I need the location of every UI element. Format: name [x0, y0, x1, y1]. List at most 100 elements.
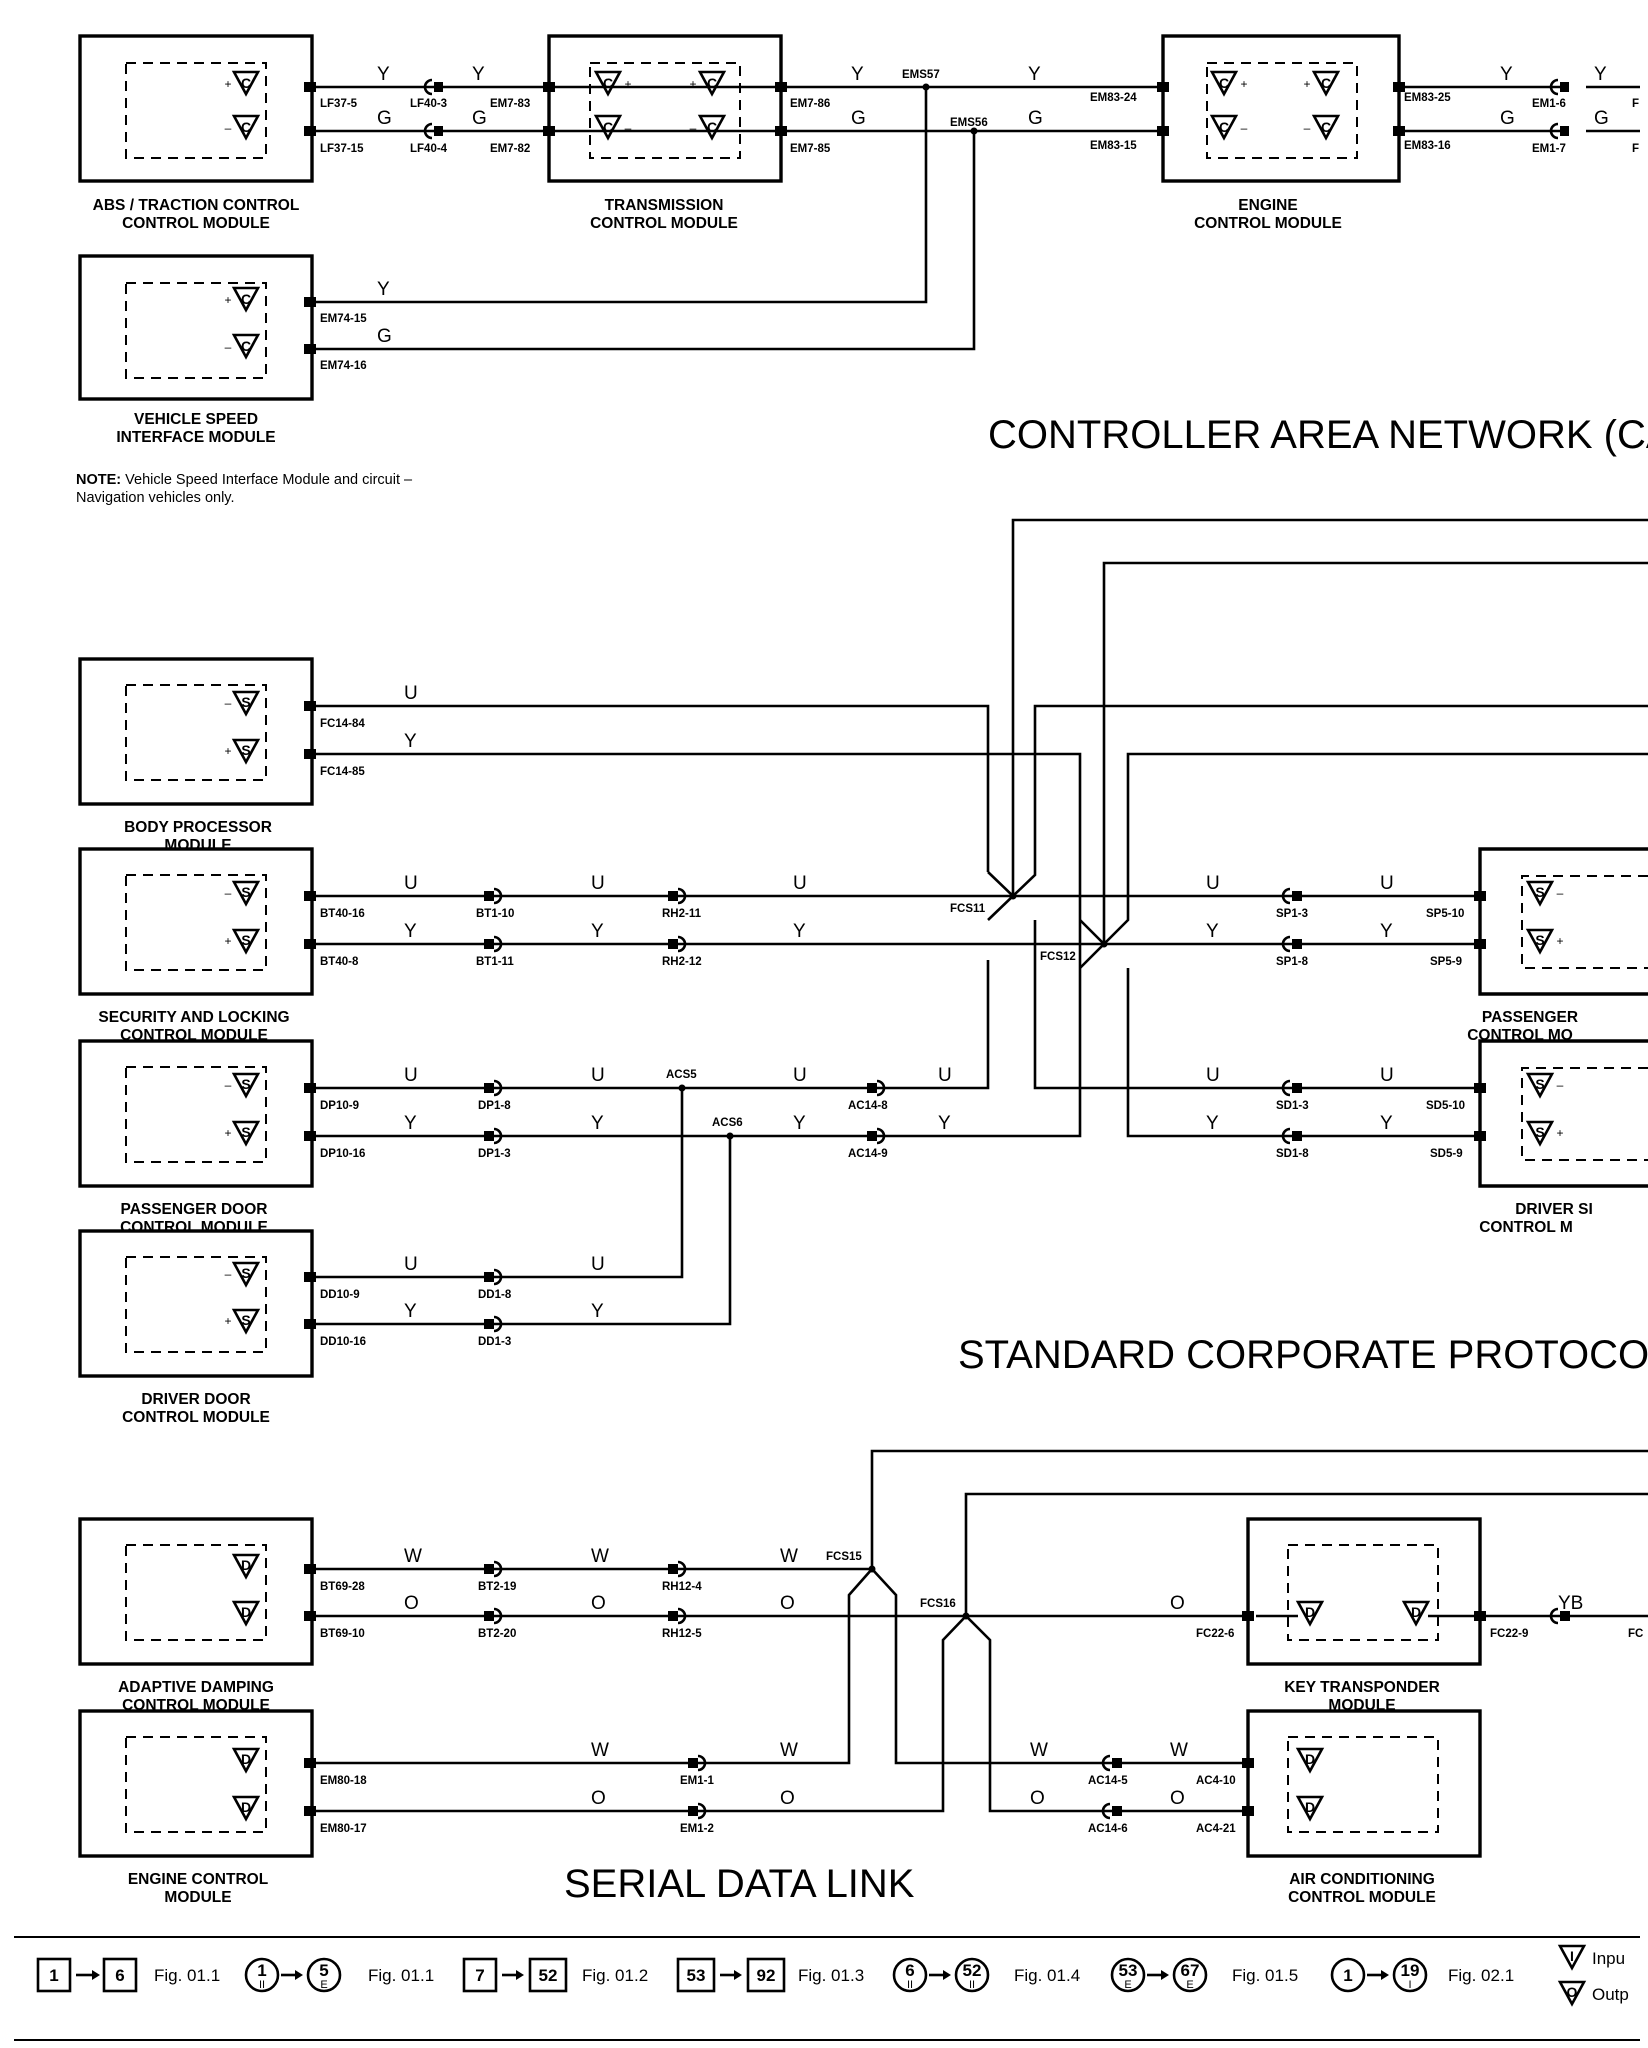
svg-text:Fig. 02.1: Fig. 02.1 [1448, 1966, 1514, 1985]
svg-text:EM1-6: EM1-6 [1532, 98, 1566, 110]
svg-text:W: W [780, 1546, 798, 1567]
svg-text:EM83-25: EM83-25 [1404, 92, 1451, 104]
security-locking-module-box[interactable] [78, 847, 314, 996]
svg-text:Y: Y [1500, 64, 1513, 85]
svg-text:W: W [404, 1546, 422, 1567]
svg-text:EM1-1: EM1-1 [680, 1775, 714, 1787]
driver-door-module-box[interactable] [78, 1229, 314, 1378]
svg-text:E: E [1186, 1979, 1193, 1991]
can-pins [304, 78, 1569, 354]
svg-text:O: O [1170, 1788, 1185, 1809]
svg-text:+: + [224, 1314, 231, 1328]
svg-text:FC14-84: FC14-84 [320, 718, 365, 730]
svg-text:FC14-85: FC14-85 [320, 766, 365, 778]
svg-text:U: U [404, 1254, 418, 1275]
svg-text:S: S [241, 1265, 250, 1281]
splice-acs5 [678, 1084, 686, 1092]
svg-text:D: D [1305, 1799, 1315, 1815]
adaptive-damping-module-box[interactable] [78, 1517, 314, 1666]
svg-text:92: 92 [757, 1966, 776, 1985]
svg-text:U: U [1206, 873, 1220, 894]
vsim-can-low-wire [312, 131, 976, 351]
svg-text:SD5-10: SD5-10 [1426, 1100, 1465, 1112]
svg-text:AC14-8: AC14-8 [848, 1100, 888, 1112]
legend-bar: 1 6 Fig. 01.1 1 II 5 E Fig. 01.1 7 52 Fi… [14, 1936, 1640, 2041]
svg-text:–: – [1241, 121, 1248, 135]
svg-text:S: S [1535, 1124, 1544, 1140]
engine-module-box[interactable] [1161, 34, 1401, 183]
svg-text:D: D [241, 1799, 251, 1815]
driver-seat-module-box[interactable] [1478, 1039, 1648, 1188]
can-symbols: C C + – C C C C + – + – C C C C + – + – … [224, 70, 1341, 360]
svg-text:C: C [603, 119, 613, 135]
svg-text:EM1-7: EM1-7 [1532, 143, 1566, 155]
air-conditioning-module-box[interactable] [1246, 1709, 1482, 1858]
svg-text:SP5-10: SP5-10 [1426, 908, 1464, 920]
svg-text:O: O [780, 1593, 795, 1614]
svg-text:BT40-8: BT40-8 [320, 956, 359, 968]
abs-traction-module-box[interactable] [78, 34, 314, 183]
svg-text:W: W [591, 1740, 609, 1761]
svg-text:LF37-15: LF37-15 [320, 143, 364, 155]
legend-item-1[interactable]: 1 6 Fig. 01.1 [36, 1957, 220, 1993]
svg-text:BT69-28: BT69-28 [320, 1581, 365, 1593]
svg-text:II: II [969, 1979, 975, 1991]
svg-text:U: U [404, 683, 418, 704]
svg-text:Y: Y [1206, 1113, 1219, 1134]
svg-text:–: – [1304, 121, 1311, 135]
can-color-codes: Y Y Y Y Y Y G G G G G G Y G [377, 64, 1609, 347]
passenger-seat-module-box[interactable] [1478, 847, 1648, 996]
legend-item-6[interactable]: 53 E 67 E Fig. 01.5 [1110, 1957, 1298, 1993]
svg-text:+: + [224, 934, 231, 948]
svg-text:C: C [241, 291, 251, 307]
svg-text:FCS15: FCS15 [826, 1551, 862, 1563]
svg-text:EM7-85: EM7-85 [790, 143, 831, 155]
key-transponder-module-box[interactable] [1246, 1517, 1482, 1666]
legend-item-4[interactable]: 53 92 Fig. 01.3 [676, 1957, 864, 1993]
svg-text:+: + [1303, 77, 1310, 91]
svg-text:U: U [793, 873, 807, 894]
legend-item-3[interactable]: 7 52 Fig. 01.2 [462, 1957, 648, 1993]
svg-text:DP10-16: DP10-16 [320, 1148, 365, 1160]
transmission-module-box[interactable] [547, 34, 783, 183]
svg-text:C: C [603, 75, 613, 91]
svg-text:DD10-9: DD10-9 [320, 1289, 360, 1301]
svg-text:DP1-3: DP1-3 [478, 1148, 511, 1160]
svg-text:AC4-21: AC4-21 [1196, 1823, 1236, 1835]
legend-item-5[interactable]: 6 II 52 II Fig. 01.4 [892, 1957, 1080, 1993]
svg-text:O: O [1170, 1593, 1185, 1614]
can-note: NOTE: Vehicle Speed Interface Module and… [76, 472, 416, 506]
svg-text:EM74-15: EM74-15 [320, 313, 367, 325]
svg-text:Fig. 01.1: Fig. 01.1 [368, 1966, 434, 1985]
svg-text:–: – [225, 1078, 232, 1092]
svg-text:BT2-20: BT2-20 [478, 1628, 516, 1640]
legend-item-7[interactable]: 1 19 I Fig. 02.1 [1330, 1957, 1514, 1993]
engine-control-sdl-module-box[interactable] [78, 1709, 314, 1858]
svg-text:EMS56: EMS56 [950, 117, 988, 129]
svg-text:S: S [241, 932, 250, 948]
vehicle-speed-module-box[interactable] [78, 254, 314, 401]
svg-text:F: F [1632, 98, 1639, 110]
svg-text:RH2-11: RH2-11 [662, 908, 702, 920]
svg-text:ACS6: ACS6 [712, 1117, 743, 1129]
splice-fcs11 [1009, 892, 1017, 900]
svg-text:Y: Y [793, 1113, 806, 1134]
svg-text:Fig. 01.1: Fig. 01.1 [154, 1966, 220, 1985]
svg-text:U: U [404, 873, 418, 894]
scp-y-sd [1126, 968, 1480, 1138]
svg-text:Y: Y [404, 731, 417, 752]
passenger-door-module-box[interactable] [78, 1039, 314, 1188]
legend-item-2[interactable]: 1 II 5 E Fig. 01.1 [244, 1957, 434, 1993]
body-processor-module-box[interactable] [78, 657, 314, 806]
svg-text:Y: Y [851, 64, 864, 85]
svg-text:BT69-10: BT69-10 [320, 1628, 365, 1640]
svg-text:Y: Y [1380, 1113, 1393, 1134]
